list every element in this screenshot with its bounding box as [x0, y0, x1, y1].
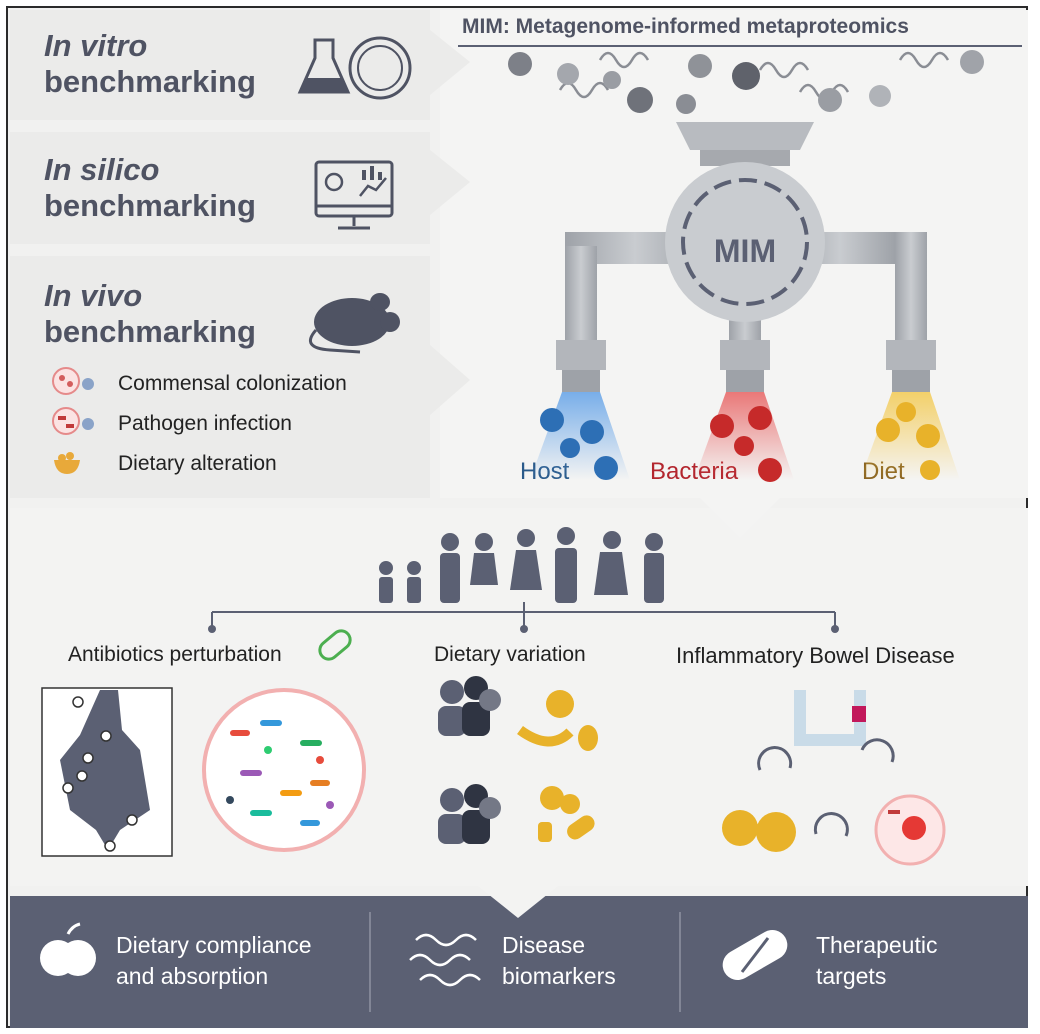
ibd-label: Inflammatory Bowel Disease — [676, 643, 955, 668]
pill-icon — [722, 930, 788, 980]
in-silico-panel — [10, 132, 430, 244]
people-icons — [379, 527, 664, 603]
person-group-icon-2 — [438, 784, 501, 844]
colon-icon — [794, 690, 866, 746]
diet-proteins — [876, 402, 940, 480]
bacteria-proteins — [710, 406, 782, 482]
microbes — [226, 720, 334, 826]
arrow-mim-down — [700, 498, 780, 538]
vegetable-icon — [538, 786, 595, 842]
dietary-variation-label: Dietary variation — [434, 643, 586, 666]
protein-dna-cloud — [508, 50, 984, 114]
apple-icon — [40, 922, 96, 976]
tree-node-2 — [520, 625, 528, 633]
mouse-icon — [308, 293, 400, 354]
arrow-in-vitro — [430, 30, 470, 95]
food-bowl-icon — [54, 452, 80, 474]
microbiome-magnified — [202, 688, 366, 852]
in-vitro-panel — [10, 10, 430, 120]
cycle-arrows — [757, 738, 895, 837]
mim-gear-label: MIM — [714, 233, 776, 269]
antibiotics-perturbation-label: Antibiotics perturbation — [68, 643, 282, 666]
dietary-alteration-label: Dietary alteration — [118, 452, 277, 475]
in-vivo-panel — [10, 256, 430, 498]
computer-dashboard-icon — [314, 160, 394, 230]
outcomes-bar — [10, 896, 1028, 1028]
tree-node-3 — [831, 625, 839, 633]
petri-dish-icon — [348, 36, 412, 100]
commensal-colonization-label: Commensal colonization — [118, 372, 347, 395]
flask-icon — [297, 38, 351, 94]
gut-icon — [60, 690, 150, 850]
arrow-apps-down — [478, 886, 558, 918]
inflamed-segment — [852, 706, 866, 722]
gut-sample-points — [62, 696, 138, 852]
diet-beam — [860, 392, 960, 480]
person-group-icon — [438, 676, 501, 736]
arrow-in-silico — [430, 150, 470, 215]
protein-icon — [409, 933, 481, 987]
mim-title: MIM: Metagenome-informed metaproteomics — [462, 15, 909, 38]
mim-machine — [556, 122, 936, 392]
produce-icon — [722, 810, 796, 852]
pathogen-dish-icon — [52, 407, 94, 435]
inflamed-tissue-icon — [874, 794, 946, 866]
pathogen-infection-label: Pathogen infection — [118, 412, 292, 435]
capsule-icon — [318, 629, 352, 661]
fruit-icon — [517, 690, 598, 751]
tree-connector — [211, 602, 836, 628]
commensal-dish-icon — [52, 367, 94, 395]
host-proteins — [540, 408, 618, 480]
arrow-in-vivo — [430, 345, 470, 415]
tree-node-1 — [208, 625, 216, 633]
